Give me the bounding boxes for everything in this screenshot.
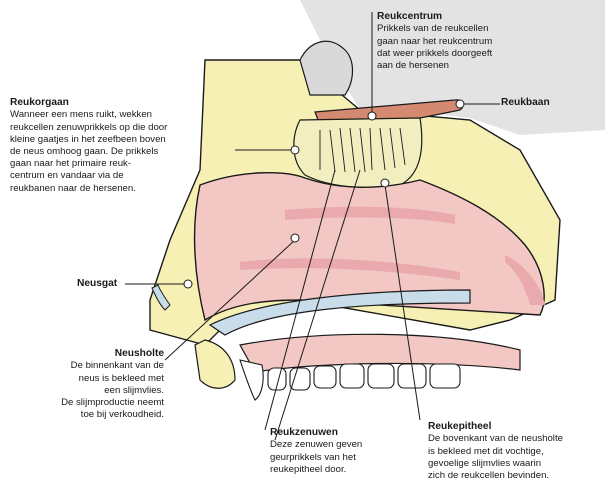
- brain-region: [300, 0, 605, 135]
- label-reukcentrum: Reukcentrum Prikkels van de reukcellen g…: [377, 11, 492, 72]
- upper-lip: [194, 339, 236, 389]
- pointer-dots: [183, 99, 465, 289]
- olfactory-nerves: [319, 127, 406, 173]
- reukepitheel-text: De bovenkant van de neusholte is bekleed…: [428, 433, 563, 482]
- label-reukepitheel: Reukepitheel De bovenkant van de neushol…: [428, 421, 563, 482]
- turbinate-upper: [285, 206, 455, 224]
- label-reukorgaan: Reukorgaan Wanneer een mens ruikt, wekke…: [10, 97, 167, 195]
- nostril-cartilage: [151, 284, 171, 311]
- reukepitheel-title: Reukepitheel: [428, 421, 492, 432]
- neusgat-title: Neusgat: [77, 278, 118, 289]
- teeth: [239, 359, 461, 401]
- reukorgaan-text: Wanneer een mens ruikt, wekken reukcelle…: [10, 109, 168, 194]
- neusholte-title: Neusholte: [114, 348, 164, 359]
- neusholte-text: De binnenkant van de neus is bekleed met…: [61, 360, 164, 421]
- nasal-cavity: [193, 172, 545, 322]
- label-neusgat: Neusgat: [77, 278, 117, 290]
- turbinate-rear: [505, 255, 545, 305]
- reukcentrum-title: Reukcentrum: [377, 11, 443, 22]
- label-neusholte: Neusholte De binnenkant van de neus is b…: [10, 348, 164, 421]
- reukcentrum-text: Prikkels van de reukcellen gaan naar het…: [377, 23, 493, 72]
- label-reukbaan: Reukbaan: [501, 97, 550, 109]
- brain-lobe: [299, 40, 354, 96]
- turbinate-middle: [240, 258, 460, 280]
- leader-lines: [125, 12, 500, 441]
- reukbaan-title: Reukbaan: [501, 97, 550, 108]
- reukzenuwen-title: Reukzenuwen: [270, 427, 338, 438]
- hard-palate: [208, 289, 471, 336]
- label-reukzenuwen: Reukzenuwen Deze zenuwen geven geurprikk…: [270, 427, 362, 476]
- reukzenuwen-text: Deze zenuwen geven geurprikkels van het …: [270, 439, 363, 475]
- reukorgaan-title: Reukorgaan: [10, 97, 69, 108]
